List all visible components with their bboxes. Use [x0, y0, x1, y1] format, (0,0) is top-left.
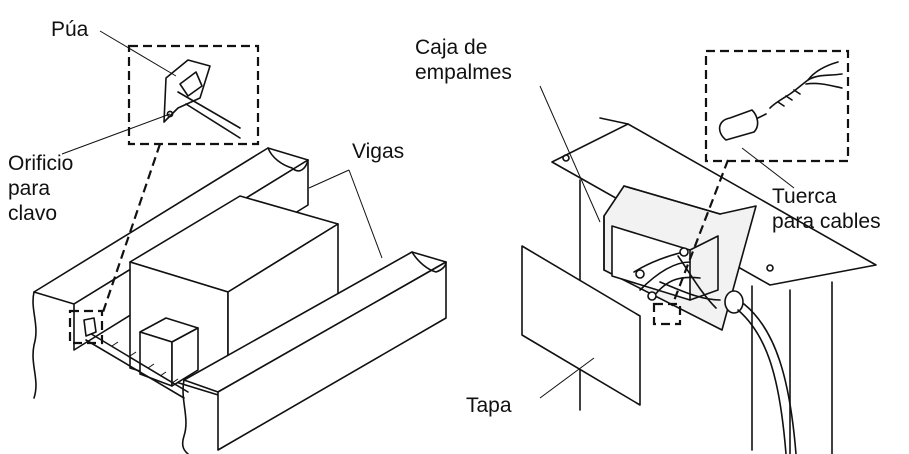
- leader-caja: [539, 85, 601, 223]
- leader-pua: [99, 30, 177, 77]
- label-vigas: Vigas: [352, 140, 405, 163]
- label-tapa: Tapa: [466, 394, 512, 417]
- label-orificio-line3: clavo: [8, 202, 58, 225]
- leader-vigas: [308, 169, 383, 259]
- front-joist: [181, 251, 447, 454]
- wires: [633, 247, 721, 309]
- leader-tapa: [539, 357, 595, 399]
- conduit: [83, 317, 189, 399]
- label-tuerca-line2: para cables: [772, 210, 881, 233]
- label-orificio-line1: Orificio: [8, 152, 74, 175]
- label-caja-line1: Caja de: [415, 36, 488, 59]
- left-assembly: [32, 30, 447, 454]
- label-tuerca-line1: Tuerca: [772, 185, 837, 208]
- nail-plate-detail: [163, 59, 241, 139]
- detail-marker-left: [68, 309, 104, 345]
- detail-box-pua: [127, 44, 260, 146]
- small-box: [139, 317, 199, 387]
- detail-box-tuerca: [704, 49, 850, 163]
- right-assembly: [521, 49, 877, 454]
- leader-tuerca: [741, 147, 795, 189]
- detail-marker-right: [652, 302, 682, 326]
- tapa-panel: [521, 245, 641, 406]
- label-caja-line2: empalmes: [415, 61, 512, 84]
- label-pua: Púa: [51, 18, 89, 41]
- leader-orificio: [61, 113, 171, 155]
- label-orificio-line2: para: [8, 177, 51, 200]
- wire-nut-detail: [718, 61, 843, 141]
- cable-conduit: [724, 290, 797, 454]
